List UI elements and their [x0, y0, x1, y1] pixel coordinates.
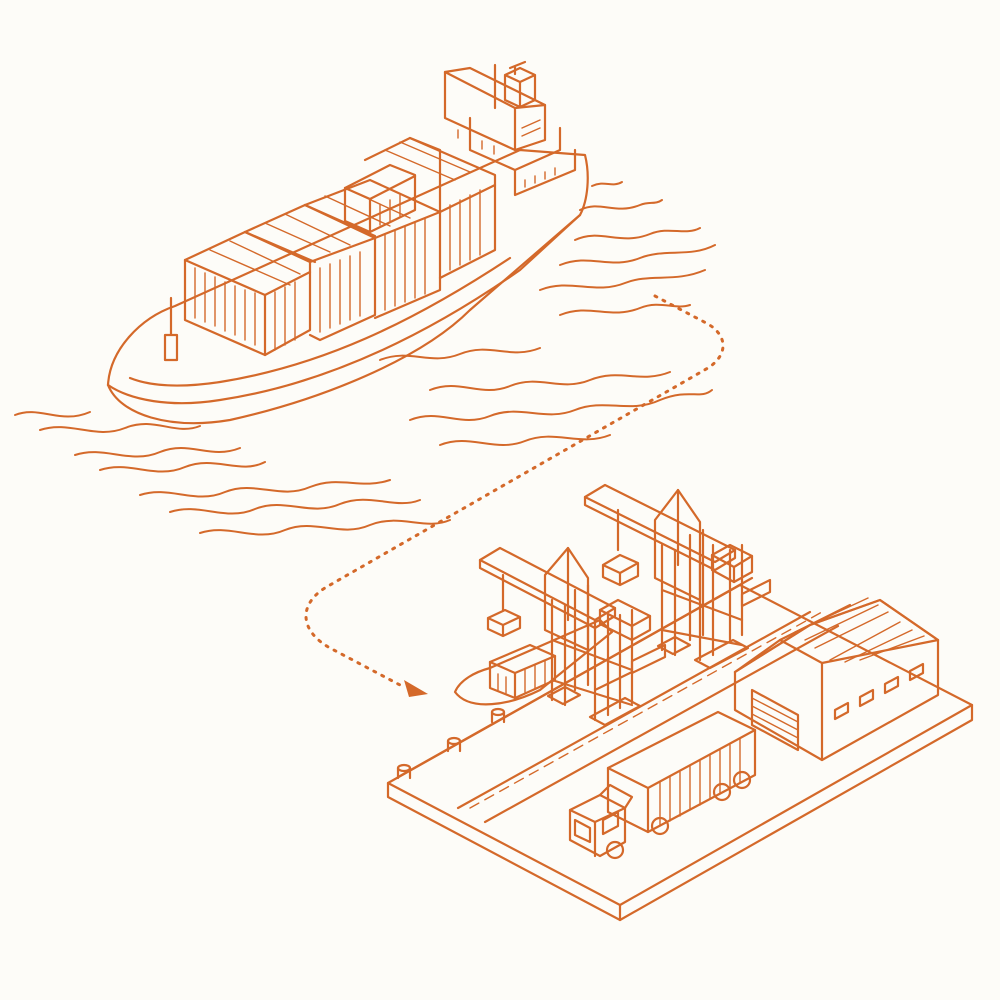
bow-mast — [163, 296, 179, 362]
crane-left-container — [486, 608, 522, 638]
container-truck — [568, 710, 757, 860]
route-dotted-line — [304, 294, 725, 687]
warehouse — [733, 597, 940, 762]
container-stack-front — [183, 230, 312, 357]
truck-wheel — [605, 840, 625, 860]
ship-bridge — [443, 60, 577, 197]
truck-wheel — [732, 770, 752, 790]
container-stack-rear — [363, 136, 497, 280]
route-arrow — [304, 294, 725, 697]
gantry-crane-left — [478, 546, 667, 727]
bollards — [396, 707, 506, 780]
ship-hull — [106, 148, 589, 425]
ocean-waves — [14, 181, 716, 536]
truck-wheel — [650, 816, 670, 836]
ship-funnel — [503, 66, 537, 109]
container-stack-top — [343, 163, 417, 234]
route-arrowhead — [404, 680, 428, 697]
truck-wheel — [712, 782, 732, 802]
gantry-crane-right — [583, 483, 772, 670]
crane-right-container — [601, 553, 640, 587]
container-ship — [106, 60, 589, 425]
truck-trailer — [606, 710, 757, 834]
